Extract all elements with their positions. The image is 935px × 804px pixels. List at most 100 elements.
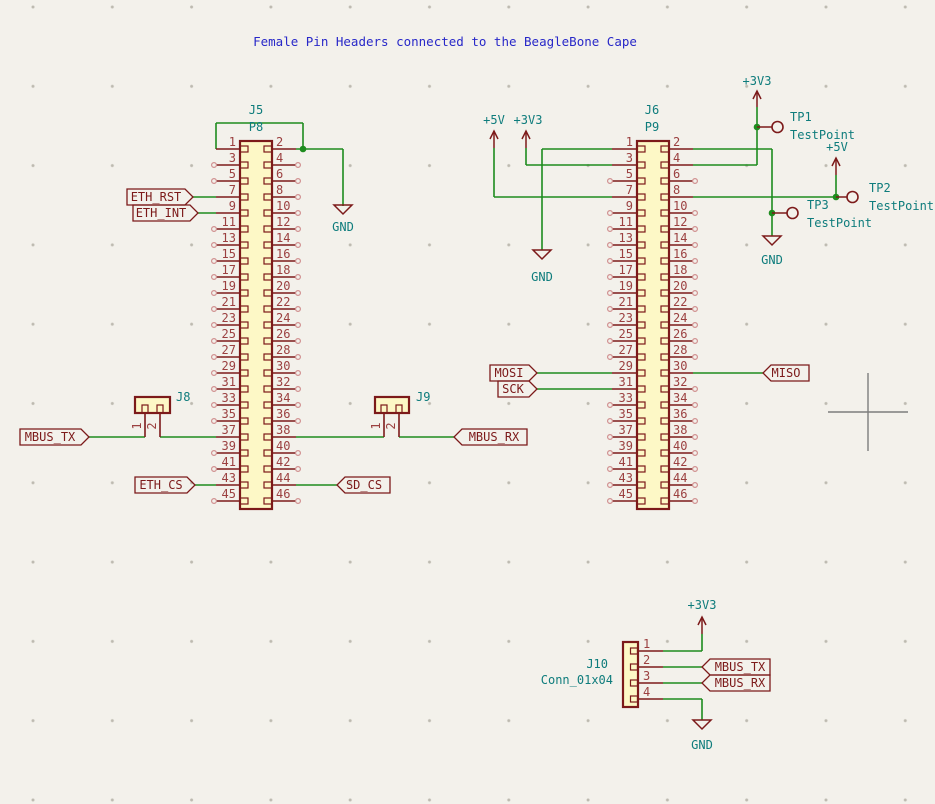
net-label-j10-mbus-rx[interactable]: MBUS_RX xyxy=(701,674,771,692)
power-arrow-head xyxy=(697,615,707,626)
cursor-crosshair xyxy=(828,373,908,451)
net-label-eth-cs[interactable]: ETH_CS xyxy=(134,476,196,494)
testpoint-tp1[interactable]: TP1 TestPoint xyxy=(757,110,855,142)
pin-number: 31 xyxy=(619,375,633,389)
refdes-j5[interactable]: J5 xyxy=(249,103,263,117)
unconnected-pin-marker xyxy=(211,354,218,361)
connector-body-j6[interactable] xyxy=(635,139,671,511)
pin-number: 19 xyxy=(619,279,633,293)
unconnected-pin-marker xyxy=(691,386,698,393)
unconnected-pin-marker xyxy=(295,402,302,409)
unconnected-pin-marker xyxy=(295,418,302,425)
pin-notch xyxy=(239,273,249,281)
pin-notch xyxy=(660,241,670,249)
pin-number: 10 xyxy=(673,199,687,213)
pin-number: 25 xyxy=(222,327,236,341)
net-label-outline xyxy=(701,658,771,676)
gnd-label: GND xyxy=(332,220,354,234)
net-label-sd-cs[interactable]: SD_CS xyxy=(336,476,391,494)
unconnected-pin-marker xyxy=(691,274,698,281)
pin-notch xyxy=(636,449,646,457)
net-label-outline xyxy=(134,476,196,494)
testpoint-tp3[interactable]: TP3 TestPoint xyxy=(772,198,872,230)
pin-number: 7 xyxy=(626,183,633,197)
pin-notch xyxy=(263,289,273,297)
pin-notch xyxy=(263,497,273,505)
power-arrow-head xyxy=(831,156,841,167)
connector-body-j5[interactable] xyxy=(238,139,274,511)
unconnected-pin-marker xyxy=(295,210,302,217)
net-label-outline xyxy=(126,188,194,206)
power-symbol-3v3-right[interactable]: +3V3 xyxy=(743,74,772,107)
net-label-outline xyxy=(762,364,810,382)
unconnected-pin-marker xyxy=(691,402,698,409)
unconnected-pin-marker xyxy=(211,498,218,505)
pin-notch xyxy=(263,241,273,249)
pin-number: 42 xyxy=(673,455,687,469)
gnd-symbol-p8[interactable]: GND xyxy=(332,204,354,234)
pin-notch xyxy=(239,289,249,297)
pin-number: 42 xyxy=(276,455,290,469)
gnd-triangle xyxy=(691,719,713,731)
pin-notch xyxy=(636,417,646,425)
gnd-symbol-p9-right[interactable]: GND xyxy=(761,235,783,267)
value-j6[interactable]: P9 xyxy=(645,120,659,134)
connector-body-j10[interactable] xyxy=(621,640,640,709)
net-label-miso[interactable]: MISO xyxy=(762,364,810,382)
pin-notch xyxy=(660,177,670,185)
pin-number: 32 xyxy=(673,375,687,389)
pin-number: 28 xyxy=(276,343,290,357)
net-label-sck[interactable]: SCK xyxy=(497,380,538,398)
power-label: +3V3 xyxy=(514,113,543,127)
power-symbol-3v3-left[interactable]: +3V3 xyxy=(514,113,543,148)
testpoint-tp2[interactable]: TP2 TestPoint xyxy=(836,181,934,213)
power-symbol-5v-right[interactable]: +5V xyxy=(826,140,848,175)
pin-number: 22 xyxy=(673,295,687,309)
net-label-mosi[interactable]: MOSI xyxy=(489,364,538,382)
junction-dot[interactable] xyxy=(299,145,307,153)
refdes-j6[interactable]: J6 xyxy=(645,103,659,117)
power-arrow-head xyxy=(489,129,499,140)
power-symbol-5v-left[interactable]: +5V xyxy=(483,113,505,148)
pin-number: 23 xyxy=(222,311,236,325)
connector-body-j8[interactable] xyxy=(133,395,172,415)
net-label-text: MISO xyxy=(772,366,801,380)
net-label-mbus-rx[interactable]: MBUS_RX xyxy=(453,428,528,446)
value-j5[interactable]: P8 xyxy=(249,120,263,134)
unconnected-pin-marker xyxy=(691,178,698,185)
value-j10[interactable]: Conn_01x04 xyxy=(541,673,613,687)
refdes-j9[interactable]: J9 xyxy=(416,390,430,404)
pin-number: 8 xyxy=(276,183,283,197)
pin-notch xyxy=(239,369,249,377)
gnd-symbol-j10[interactable]: GND xyxy=(691,719,713,752)
refdes-j10[interactable]: J10 xyxy=(586,657,608,671)
net-label-outline xyxy=(19,428,90,446)
connector-body-j9[interactable] xyxy=(373,395,411,415)
gnd-symbol-p9-left[interactable]: GND xyxy=(531,249,553,284)
net-label-outline xyxy=(336,476,391,494)
pin-notch xyxy=(395,404,403,414)
schematic-title[interactable]: Female Pin Headers connected to the Beag… xyxy=(253,34,637,49)
refdes-j8[interactable]: J8 xyxy=(176,390,190,404)
pin-notch xyxy=(263,257,273,265)
pin-notch xyxy=(263,225,273,233)
net-label-eth-rst[interactable]: ETH_RST xyxy=(126,188,194,206)
unconnected-pin-marker xyxy=(606,466,613,473)
pin-number: 13 xyxy=(222,231,236,245)
pin-number: 6 xyxy=(673,167,680,181)
net-label-j10-mbus-tx[interactable]: MBUS_TX xyxy=(701,658,771,676)
pin-number: 2 xyxy=(384,422,398,429)
net-label-mbus-tx[interactable]: MBUS_TX xyxy=(19,428,90,446)
unconnected-pin-marker xyxy=(295,450,302,457)
unconnected-pin-marker xyxy=(606,418,613,425)
unconnected-pin-marker xyxy=(211,338,218,345)
pin-notch xyxy=(263,465,273,473)
pin-number: 1 xyxy=(229,135,236,149)
pin-notch xyxy=(636,193,646,201)
pin-notch xyxy=(660,257,670,265)
net-label-eth-int[interactable]: ETH_INT xyxy=(132,204,199,222)
power-symbol-3v3-j10[interactable]: +3V3 xyxy=(688,598,717,634)
pin-notch xyxy=(263,177,273,185)
power-arrow-head xyxy=(521,129,531,140)
